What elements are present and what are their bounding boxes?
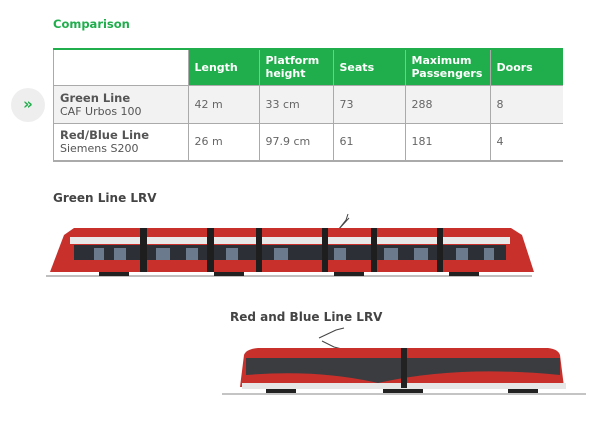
green-lrv-title: Green Line LRV [53, 191, 157, 205]
model-name: Siemens S200 [60, 142, 139, 156]
cell-length: 42 m [187, 84, 259, 124]
cell-doors: 4 [489, 122, 563, 162]
redblue-lrv-title: Red and Blue Line LRV [230, 310, 383, 324]
header-platform-height: Platform height [258, 49, 333, 85]
header-doors: Doors [489, 49, 563, 85]
expand-chevron-icon[interactable]: » [11, 88, 45, 122]
header-max-passengers: Maximum Passengers [404, 49, 490, 85]
cell-platform-height: 97.9 cm [258, 122, 333, 162]
comparison-table: Length Platform height Seats Maximum Pas… [53, 48, 563, 162]
section-title: Comparison [53, 17, 130, 31]
green-line-train-image [46, 213, 534, 277]
cell-seats: 73 [332, 84, 405, 124]
header-seats: Seats [332, 49, 405, 85]
cell-platform-height: 33 cm [258, 84, 333, 124]
header-length: Length [187, 49, 259, 85]
header-blank [53, 49, 188, 85]
line-name: Green Line [60, 90, 131, 105]
model-name: CAF Urbos 100 [60, 104, 142, 118]
line-name: Red/Blue Line [60, 128, 150, 143]
cell-doors: 8 [489, 84, 563, 124]
cell-max-passengers: 288 [404, 84, 490, 124]
cell-length: 26 m [187, 122, 259, 162]
red-blue-line-train-image [222, 327, 586, 395]
table-header-row: Length Platform height Seats Maximum Pas… [53, 49, 563, 85]
cell-seats: 61 [332, 122, 405, 162]
cell-max-passengers: 181 [404, 122, 490, 162]
